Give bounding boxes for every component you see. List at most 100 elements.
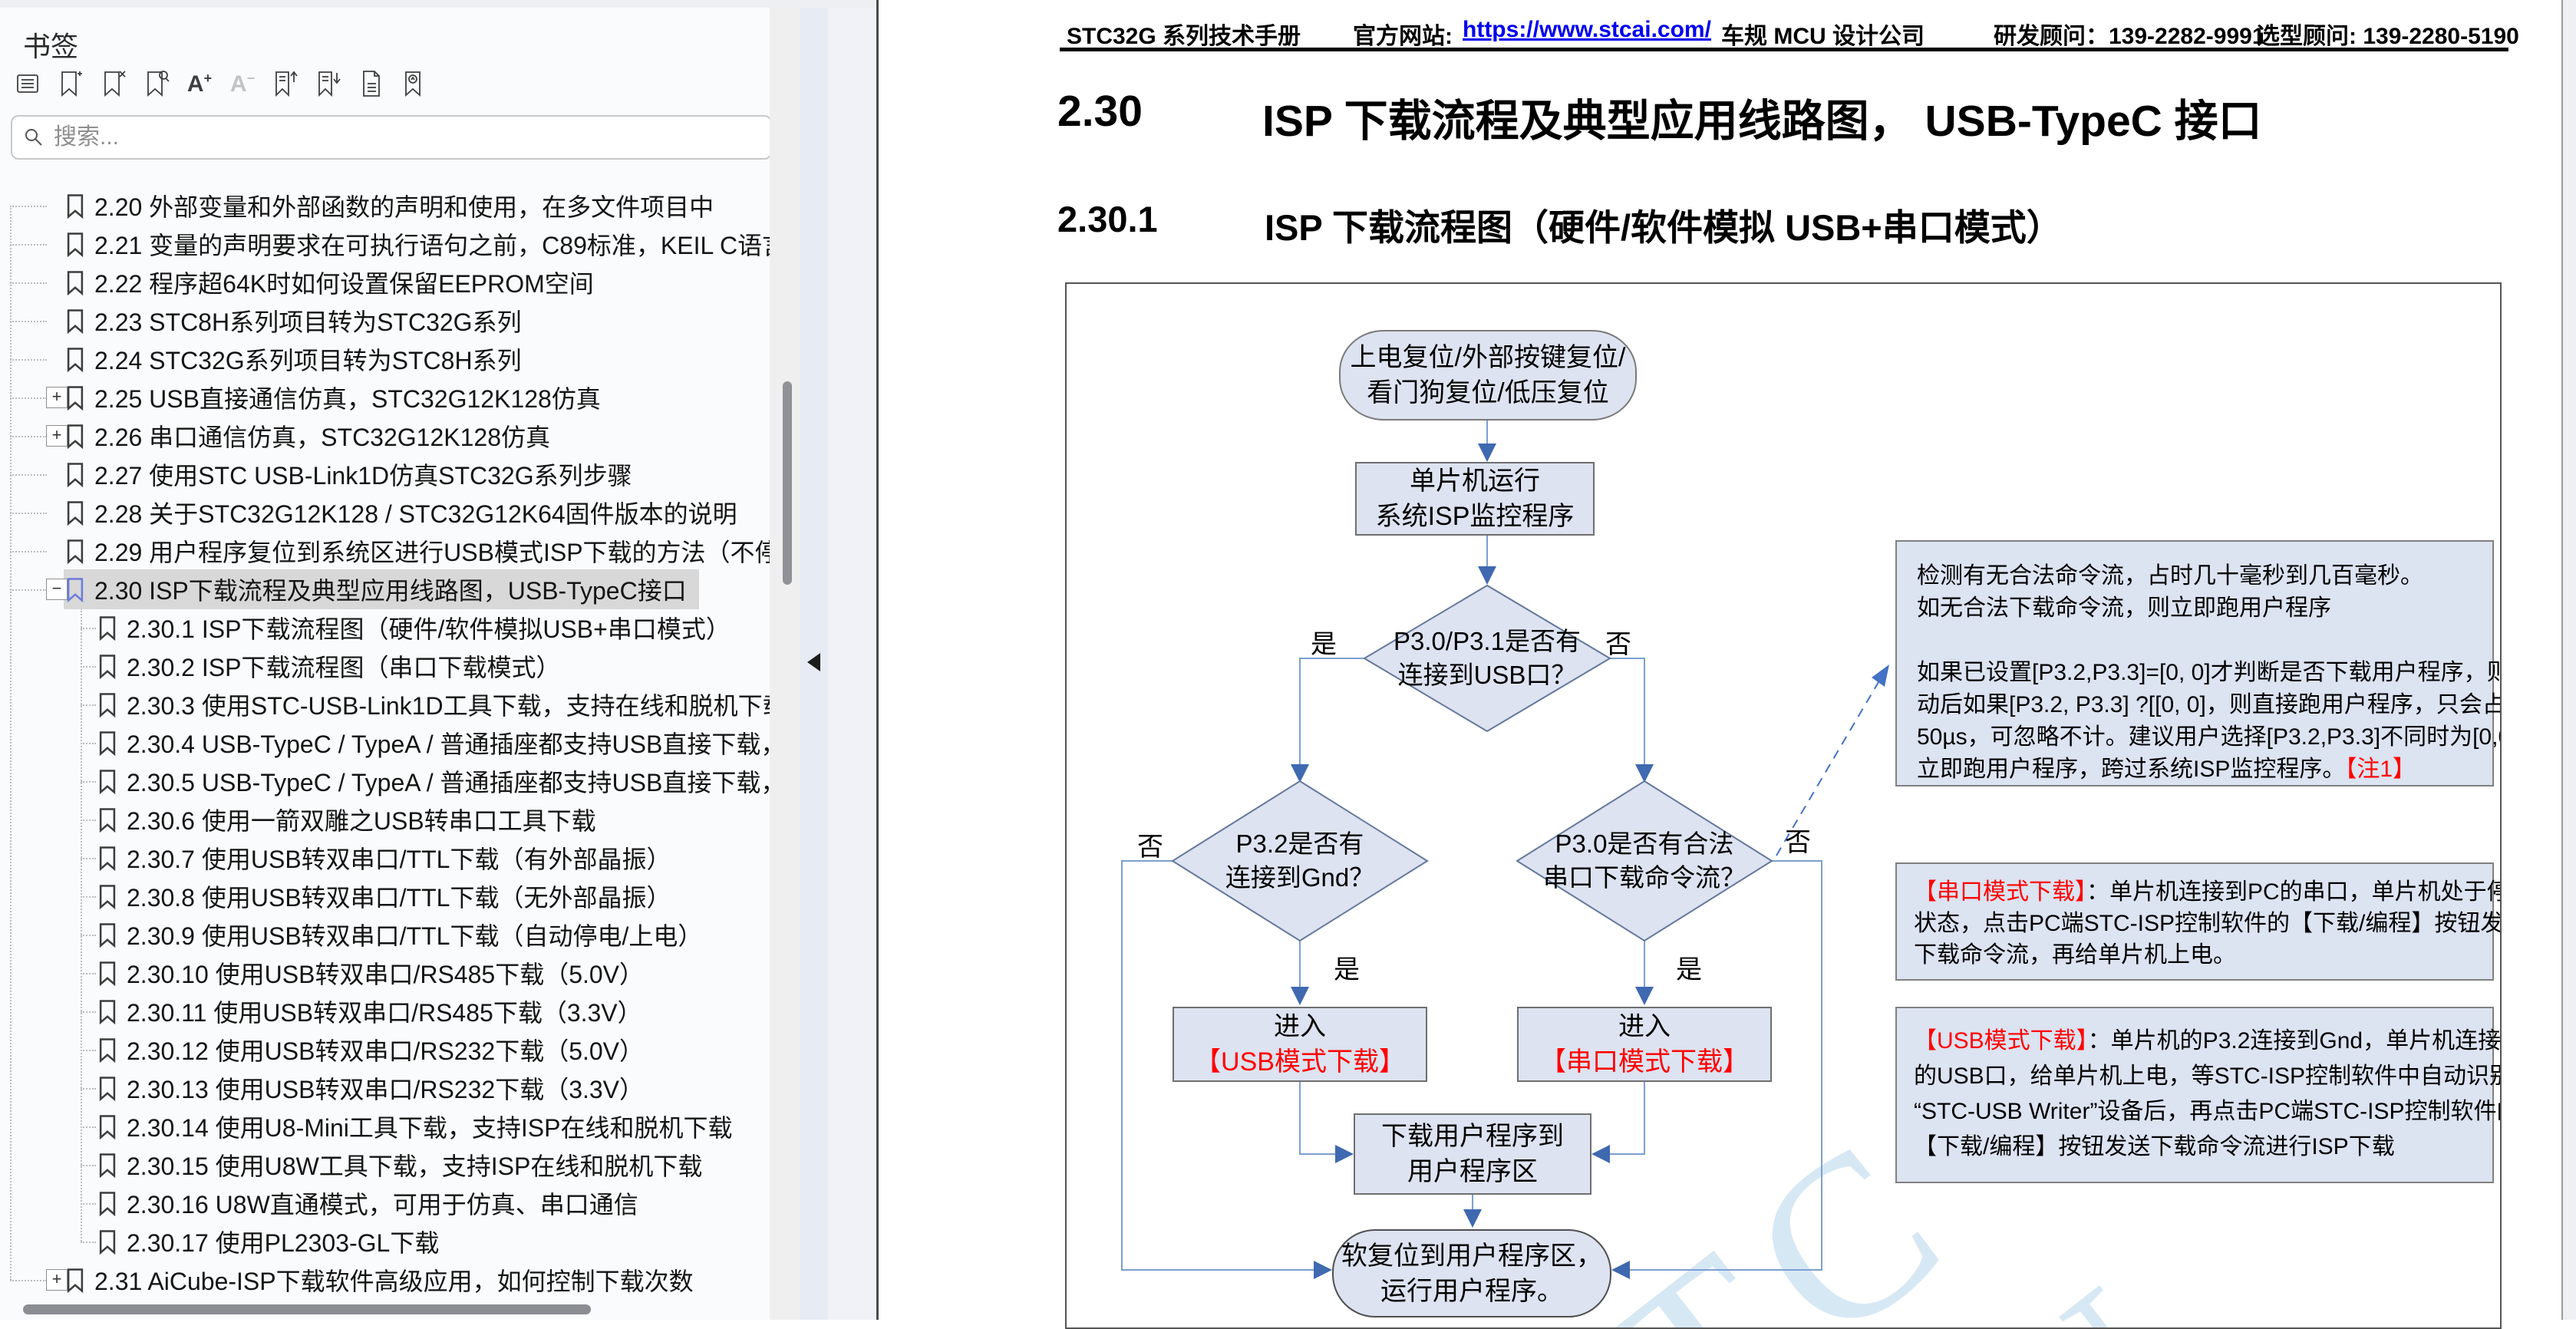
label-yes: 是 bbox=[1311, 630, 1337, 659]
bookmark-icon bbox=[67, 424, 84, 449]
bookmarks-panel-title: 书签 bbox=[23, 31, 79, 62]
bookmark-item-2.30.7[interactable]: 2.30.7 使用USB转双串口/TTL下载（有外部晶振） bbox=[0, 839, 770, 877]
bookmark-icon bbox=[67, 539, 84, 564]
bookmark-item-2.30.3[interactable]: 2.30.3 使用STC-USB-Link1D工具下载，支持在线和脱机下载 bbox=[0, 685, 770, 724]
site-link[interactable]: https://www.stcai.com/ bbox=[1463, 17, 1711, 42]
bookmark-label: 2.30.12 使用USB转双串口/RS232下载（5.0V） bbox=[127, 1037, 645, 1065]
flow-decision-usb-connected: P3.0/P3.1是否有 连接到USB口？ bbox=[1394, 627, 1581, 689]
bookmark-item-2.30.5[interactable]: 2.30.5 USB-TypeC / TypeA / 普通插座都支持USB直接下… bbox=[0, 762, 770, 800]
bookmark-item-2.26[interactable]: +2.26 串口通信仿真，STC32G12K128仿真 bbox=[0, 417, 770, 455]
bookmark-item-2.30.8[interactable]: 2.30.8 使用USB转双串口/TTL下载（无外部晶振） bbox=[0, 877, 770, 915]
bookmark-item-2.30.10[interactable]: 2.30.10 使用USB转双串口/RS485下载（5.0V） bbox=[0, 954, 770, 992]
bookmark-label: 2.23 STC8H系列项目转为STC32G系列 bbox=[94, 308, 522, 336]
section-number: 2.30 bbox=[1057, 87, 1143, 136]
bookmark-icon bbox=[99, 730, 116, 756]
bookmark-icon bbox=[67, 500, 84, 526]
flow-decision-serial-cmd: P3.0是否有合法 串口下载命令流？ bbox=[1543, 829, 1746, 892]
bookmark-item-2.30.12[interactable]: 2.30.12 使用USB转双串口/RS232下载（5.0V） bbox=[0, 1031, 770, 1069]
search-bookmark-icon[interactable] bbox=[138, 64, 175, 103]
company-label: 车规 MCU 设计公司 bbox=[1721, 24, 1925, 49]
bookmark-icon bbox=[99, 1076, 116, 1101]
bookmark-item-2.30.6[interactable]: 2.30.6 使用一箭双雕之USB转串口工具下载 bbox=[0, 800, 770, 839]
flow-start-node: 上电复位/外部按键复位/ 看门狗复位/低压复位 bbox=[1339, 330, 1637, 420]
add-bookmark-icon[interactable] bbox=[52, 64, 89, 103]
bookmark-item-2.28[interactable]: 2.28 关于STC32G12K128 / STC32G12K64固件版本的说明 bbox=[0, 493, 770, 532]
page-right-edge bbox=[2561, 0, 2563, 1320]
note-detect-command-stream: 检测有无合法命令流，占时几十毫秒到几百毫秒。如无合法下载命令流，则立即跑用户程序… bbox=[1895, 540, 2500, 787]
move-bookmark-down-icon[interactable] bbox=[310, 64, 347, 103]
bookmark-list: 2.20 外部变量和外部函数的声明和使用，在多文件项目中 2.21 变量的声明要求… bbox=[0, 186, 770, 1307]
bookmark-label: 2.24 STC32G系列项目转为STC8H系列 bbox=[94, 347, 522, 374]
label-yes: 是 bbox=[1676, 955, 1702, 984]
bookmark-item-2.30.4[interactable]: 2.30.4 USB-TypeC / TypeA / 普通插座都支持USB直接下… bbox=[0, 724, 770, 762]
enter-label: 进入 bbox=[1274, 1012, 1326, 1041]
bookmark-icon bbox=[67, 385, 84, 411]
bookmark-item-2.30.16[interactable]: 2.30.16 U8W直通模式，可用于仿真、串口通信 bbox=[0, 1184, 770, 1222]
bookmark-item-2.22[interactable]: 2.22 程序超64K时如何设置保留EEPROM空间 bbox=[0, 263, 770, 302]
panel-divider[interactable] bbox=[876, 0, 879, 1320]
bookmark-item-2.27[interactable]: 2.27 使用STC USB-Link1D仿真STC32G系列步骤 bbox=[0, 455, 770, 493]
flow-download-node: 下载用户程序到 用户程序区 bbox=[1354, 1113, 1591, 1195]
bookmark-icon bbox=[99, 1153, 116, 1178]
bookmark-search-input[interactable] bbox=[52, 124, 760, 151]
bookmark-icon bbox=[99, 1037, 116, 1063]
move-bookmark-up-icon[interactable] bbox=[267, 64, 304, 103]
bookmark-item-2.21[interactable]: 2.21 变量的声明要求在可执行语句之前，C89标准，KEIL C语言 bbox=[0, 225, 770, 263]
collapse-panel-icon[interactable] bbox=[807, 653, 820, 671]
bookmark-icon bbox=[67, 308, 84, 334]
bookmark-icon bbox=[67, 232, 84, 257]
expand-plus-icon[interactable]: + bbox=[46, 387, 68, 408]
bookmark-item-2.25[interactable]: +2.25 USB直接通信仿真，STC32G12K128仿真 bbox=[0, 378, 770, 417]
expand-plus-icon[interactable]: + bbox=[46, 425, 68, 447]
bookmark-icon bbox=[99, 884, 116, 909]
bookmark-item-2.30.15[interactable]: 2.30.15 使用U8W工具下载，支持ISP在线和脱机下载 bbox=[0, 1146, 770, 1184]
bookmark-item-2.30.13[interactable]: 2.30.13 使用USB转双串口/RS232下载（3.3V） bbox=[0, 1069, 770, 1107]
bookmark-label: 2.30 ISP下载流程及典型应用线路图，USB-TypeC接口 bbox=[94, 577, 687, 605]
bookmark-item-2.30.9[interactable]: 2.30.9 使用USB转双串口/TTL下载（自动停电/上电） bbox=[0, 915, 770, 954]
sidebar-scrollbar-thumb[interactable] bbox=[783, 381, 792, 585]
expand-plus-icon[interactable]: + bbox=[46, 1269, 68, 1291]
delete-bookmark-icon[interactable] bbox=[95, 64, 132, 103]
note-serial-mode-download: 【串口模式下载】：单片机连接到PC的串口，单片机处于停电状态，点击PC端STC-… bbox=[1895, 862, 2500, 981]
bookmark-label: 2.22 程序超64K时如何设置保留EEPROM空间 bbox=[94, 270, 594, 298]
go-to-page-icon[interactable] bbox=[353, 64, 390, 103]
tree-guide-line bbox=[10, 206, 12, 1280]
bookmark-label: 2.30.15 使用U8W工具下载，支持ISP在线和脱机下载 bbox=[127, 1153, 703, 1180]
increase-text-icon[interactable]: A+ bbox=[186, 70, 213, 97]
bookmark-item-2.24[interactable]: 2.24 STC32G系列项目转为STC8H系列 bbox=[0, 340, 770, 378]
bookmark-label: 2.21 变量的声明要求在可执行语句之前，C89标准，KEIL C语言 bbox=[94, 232, 770, 259]
bookmark-icon bbox=[99, 1229, 116, 1255]
bookmark-item-2.30.2[interactable]: 2.30.2 ISP下载流程图（串口下载模式） bbox=[0, 647, 770, 685]
bookmark-item-2.30.11[interactable]: 2.30.11 使用USB转双串口/RS485下载（3.3V） bbox=[0, 992, 770, 1031]
bookmark-item-2.30[interactable]: − 2.30 ISP下载流程及典型应用线路图，USB-TypeC接口 bbox=[0, 569, 770, 609]
decrease-text-icon: A− bbox=[229, 70, 256, 97]
doc-title: STC32G 系列技术手册 bbox=[1067, 24, 1301, 49]
bookmark-icon bbox=[99, 922, 116, 948]
bookmark-item-2.30.17[interactable]: 2.30.17 使用PL2303-GL下载 bbox=[0, 1222, 770, 1261]
collapse-minus-icon[interactable]: − bbox=[46, 579, 68, 600]
bookmark-label: 2.30.3 使用STC-USB-Link1D工具下载，支持在线和脱机下载 bbox=[127, 692, 770, 720]
locate-bookmark-icon[interactable] bbox=[396, 64, 433, 103]
window-top-strip bbox=[0, 0, 876, 8]
bookmark-item-2.30.1[interactable]: 2.30.1 ISP下载流程图（硬件/软件模拟USB+串口模式） bbox=[0, 608, 770, 647]
bookmark-item-2.31[interactable]: +2.31 AiCube-ISP下载软件高级应用，如何控制下载次数 bbox=[0, 1261, 770, 1299]
label-yes: 是 bbox=[1334, 955, 1360, 984]
bookmark-item-2.20[interactable]: 2.20 外部变量和外部函数的声明和使用，在多文件项目中 bbox=[0, 186, 770, 225]
bookmark-item-2.29[interactable]: 2.29 用户程序复位到系统区进行USB模式ISP下载的方法（不停电） bbox=[0, 532, 770, 570]
main-scroll-gutter[interactable] bbox=[2563, 0, 2576, 1320]
bookmark-label: 2.30.7 使用USB转双串口/TTL下载（有外部晶振） bbox=[127, 846, 671, 873]
bookmark-label: 2.30.17 使用PL2303-GL下载 bbox=[127, 1229, 440, 1257]
sidebar-horizontal-scrollbar-thumb[interactable] bbox=[23, 1304, 591, 1314]
sidebar-scrollbar-track[interactable] bbox=[770, 8, 800, 1320]
bookmark-icon bbox=[99, 769, 116, 794]
bookmark-icon bbox=[99, 999, 116, 1024]
bookmark-icon bbox=[67, 347, 84, 372]
label-no: 否 bbox=[1137, 833, 1163, 862]
sel-contact: 选型顾问: 139-2280-5190 bbox=[2257, 24, 2519, 49]
bookmark-label: 2.31 AiCube-ISP下载软件高级应用，如何控制下载次数 bbox=[94, 1268, 694, 1295]
bookmark-label: 2.30.14 使用U8-Mini工具下载，支持ISP在线和脱机下载 bbox=[127, 1114, 733, 1142]
bookmark-label: 2.30.1 ISP下载流程图（硬件/软件模拟USB+串口模式） bbox=[127, 615, 731, 643]
bookmark-item-2.30.14[interactable]: 2.30.14 使用U8-Mini工具下载，支持ISP在线和脱机下载 bbox=[0, 1107, 770, 1146]
bookmark-item-2.23[interactable]: 2.23 STC8H系列项目转为STC32G系列 bbox=[0, 302, 770, 340]
bookmarks-list-icon[interactable] bbox=[9, 64, 46, 103]
